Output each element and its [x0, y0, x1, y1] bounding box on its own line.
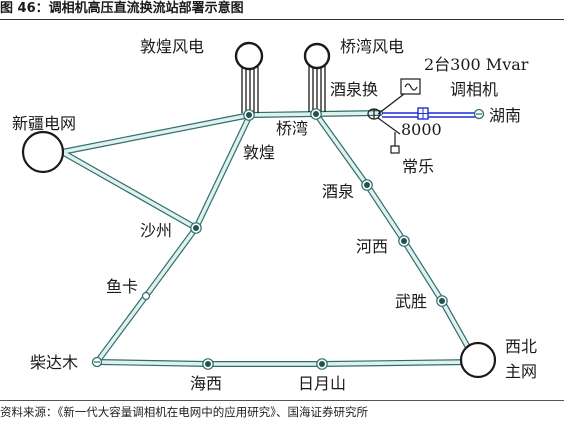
label-shazhou: 沙州: [140, 221, 172, 240]
label-xinjiang: 新疆电网: [12, 114, 76, 133]
label-qiaowan: 桥湾: [276, 119, 308, 138]
dunhuang-wind-circle: [234, 41, 264, 71]
label-dunhuang-wind: 敦煌风电: [140, 37, 204, 56]
label-dunhuang: 敦煌: [243, 143, 275, 162]
hunan-node: [473, 108, 485, 120]
label-condenser: 调相机: [450, 80, 498, 99]
label-capacity: 8000: [401, 120, 442, 139]
xibei-grid-circle: [459, 341, 497, 379]
qiaowan-wind-circle: [303, 42, 331, 70]
label-xibei: 西北: [505, 337, 537, 356]
wind-feeder-lines: [241, 65, 326, 113]
jiuquan-converter-group: [367, 78, 421, 154]
label-chaidamu: 柴达木: [30, 353, 78, 372]
label-zhuwang: 主网: [505, 362, 537, 381]
station-shazhou: [190, 222, 202, 234]
station-jiuquan: [361, 179, 373, 191]
changle-symbol: [390, 145, 400, 154]
label-yuka: 鱼卡: [106, 277, 138, 296]
station-yuka: [141, 291, 151, 301]
label-jiuquan-converter: 酒泉换: [330, 80, 378, 99]
station-wusheng: [436, 295, 448, 307]
station-haixi: [202, 358, 214, 370]
label-riyueshan: 日月山: [298, 374, 346, 393]
label-changle: 常乐: [402, 157, 434, 176]
source-divider: [0, 400, 564, 401]
label-qiaowan-wind: 桥湾风电: [340, 37, 404, 56]
label-hexi: 河西: [356, 237, 388, 256]
label-condenser-note: 2台300 Mvar: [424, 55, 529, 74]
station-dunhuang: [243, 109, 255, 121]
figure-title: 图 46：调相机高压直流换流站部署示意图: [0, 1, 244, 16]
station-qiaowan: [310, 108, 322, 120]
xinjiang-grid-circle: [21, 130, 65, 174]
label-haixi: 海西: [190, 374, 222, 393]
title-divider: [0, 19, 564, 20]
station-hexi: [398, 235, 410, 247]
label-jiuquan: 酒泉: [322, 182, 354, 201]
label-wusheng: 武胜: [395, 292, 427, 311]
source-note: 资料来源：《新一代大容量调相机在电网中的应用研究》、国海证券研究所: [0, 405, 368, 419]
hvdc-link: [382, 107, 478, 120]
label-hunan: 湖南: [489, 106, 521, 125]
station-riyueshan: [316, 358, 328, 370]
station-chaidamu: [91, 356, 103, 368]
